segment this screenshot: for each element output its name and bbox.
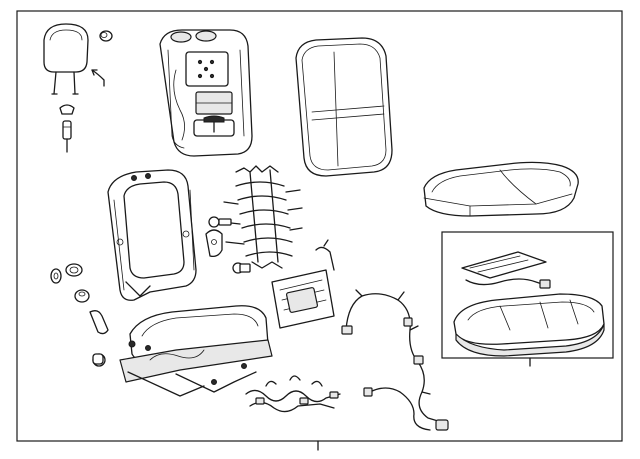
knob-left[interactable] [92, 353, 106, 367]
seatback-rear-panel[interactable] [159, 29, 253, 157]
harness-main[interactable] [341, 289, 449, 431]
lumbar-support[interactable] [271, 239, 335, 329]
headrest[interactable] [43, 23, 89, 95]
headrest-guide[interactable] [59, 104, 75, 153]
seat-adjuster-frame[interactable] [119, 305, 273, 397]
seatback-cover[interactable] [295, 37, 393, 177]
headrest-stop-cap[interactable] [99, 30, 113, 42]
headrest-callout-arrow [91, 69, 105, 87]
cushion-pad[interactable] [453, 293, 605, 357]
seatback-frame[interactable] [107, 169, 197, 301]
bolt-lower[interactable] [232, 262, 251, 274]
bushing-left[interactable] [65, 263, 83, 277]
harness-lower[interactable] [245, 375, 341, 413]
bolt-upper[interactable] [208, 216, 232, 228]
grommet-left[interactable] [50, 268, 62, 284]
handle-left[interactable] [89, 310, 109, 335]
lumbar-spring-mat[interactable] [221, 165, 303, 269]
heater-element[interactable] [461, 251, 551, 289]
cushion-cover[interactable] [423, 161, 579, 217]
diagram-frame [16, 10, 623, 442]
bracket-left[interactable] [205, 229, 223, 258]
plug-left[interactable] [74, 289, 90, 303]
